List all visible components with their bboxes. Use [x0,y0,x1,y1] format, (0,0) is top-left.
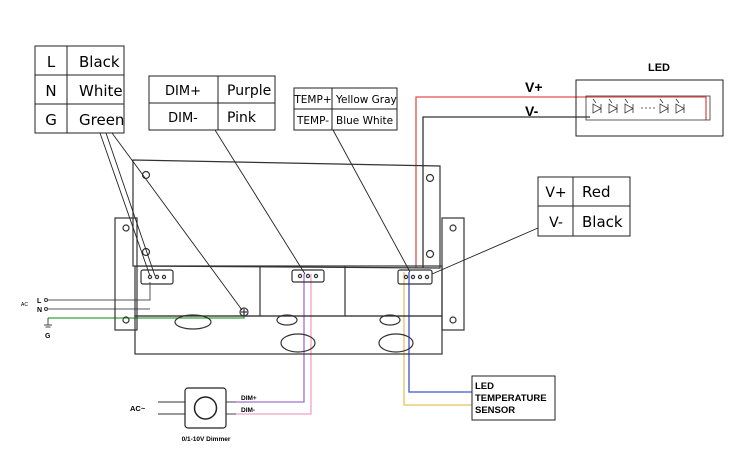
output-wire-table: V+ Red V- Black [537,176,631,237]
sensor-label-line2: TEMPERATURE [475,393,547,404]
leader-lines [99,129,539,311]
junction-box [134,265,443,317]
dim-minus-terminal: DIM- [168,111,198,126]
led-module: LED V+ V- [525,62,724,137]
dim-plus-terminal: DIM+ [165,84,201,99]
ac-input-l: L [37,298,42,305]
knockout [378,333,414,353]
driver-enclosure [114,159,465,355]
ground-symbol-icon [44,318,52,328]
led-vminus-label: V- [525,103,539,119]
temp-wire-table: TEMP+ Yellow Gray TEMP- Blue White [293,87,398,131]
temp-color-yellow-gray: Yellow Gray [335,94,397,106]
ac-color-white: White [79,82,123,100]
temp-blue-wire [408,272,472,393]
right-flange [441,217,465,331]
dimmer-knob-icon [193,396,218,420]
dim-color-pink: Pink [227,110,257,126]
ac-input-g: G [45,333,51,340]
dimmer-caption: 0/1-10V Dimmer [182,436,231,443]
dimmer: AC~ DIM+ DIM- 0/1-10V Dimmer [130,387,257,443]
ac-color-green: Green [79,111,124,129]
ac-input-n: N [37,307,42,314]
led-diode-string [592,98,685,114]
temp-plus-terminal: TEMP+ [293,94,331,106]
dim-purple-wire [236,274,305,403]
output-terminal-block [397,269,433,285]
dim-color-purple: Purple [227,83,271,99]
sensor-label-line3: SENSOR [475,405,515,416]
output-terminal-vminus: V- [549,215,563,231]
ac-wire-table: L Black N White G Green [34,45,125,134]
ac-terminal-l: L [47,53,56,71]
sensor-label-line1: LED [475,381,494,392]
temp-minus-terminal: TEMP- [296,115,329,127]
knockout [280,333,316,353]
ac-terminal-n: N [45,82,56,100]
ac-color-black: Black [79,53,120,71]
v-plus-wire [415,96,707,268]
dimmer-ac-label: AC~ [130,404,146,413]
output-terminal-vplus: V+ [545,185,566,201]
temp-yellow-wire [403,272,472,406]
temp-color-blue-white: Blue White [336,115,393,127]
knockout [174,314,212,330]
ac-input: AC L N G [21,298,52,340]
line-wire [48,282,151,301]
left-flange [114,217,138,331]
temperature-sensor: LED TEMPERATURE SENSOR [471,375,556,421]
dim-pink-wire [236,274,312,415]
dimmer-dim-plus: DIM+ [241,395,257,402]
v-minus-wire [422,116,590,268]
output-color-red: Red [582,183,611,201]
led-title: LED [648,62,670,74]
dim-terminal-block [291,269,325,283]
ac-terminal-block [140,269,174,285]
ground-screw [239,307,249,317]
driver-cover [132,159,441,269]
dim-wire-table: DIM+ Purple DIM- Pink [148,75,276,131]
dimmer-dim-minus: DIM- [241,407,255,414]
ac-terminal-g: G [45,111,57,129]
ac-input-label: AC [21,302,28,308]
output-color-black: Black [582,213,623,231]
led-vplus-label: V+ [525,79,543,95]
